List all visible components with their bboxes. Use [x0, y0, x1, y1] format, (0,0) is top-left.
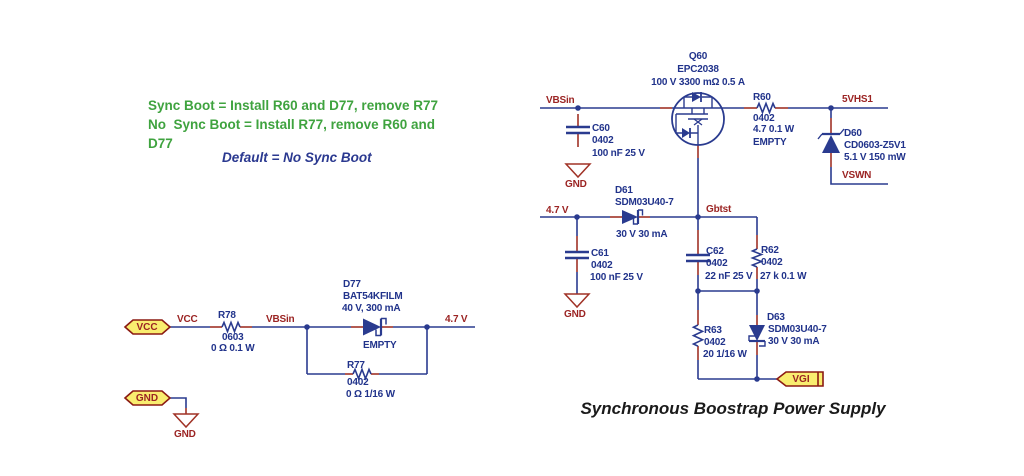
net-label-gnd-c60: GND — [565, 179, 587, 190]
schematic-title: Synchronous Boostrap Power Supply — [580, 399, 886, 418]
ground-symbol-left — [172, 413, 200, 429]
r60-value: 4.7 0.1 W — [753, 124, 794, 135]
d60-rating: 5.1 V 150 mW — [844, 152, 906, 163]
note-sync-boot-line1: Sync Boot = Install R60 and D77, remove … — [148, 98, 438, 113]
note-default: Default = No Sync Boot — [222, 150, 372, 165]
c62-package: 0402 — [706, 258, 728, 269]
r77-package: 0402 — [347, 377, 369, 388]
r60-refdes: R60 — [753, 92, 771, 103]
r78-refdes: R78 — [218, 310, 236, 321]
d77-stuffing: EMPTY — [363, 340, 397, 351]
r78-symbol — [221, 320, 241, 334]
c61-value: 100 nF 25 V — [590, 272, 643, 283]
r77-value: 0 Ω 1/16 W — [346, 389, 395, 400]
ground-symbol-c61 — [563, 293, 591, 309]
net-label-5vhs1: 5VHS1 — [842, 94, 873, 105]
c60-value: 100 nF 25 V — [592, 148, 645, 159]
d63-refdes: D63 — [767, 312, 785, 323]
d63-rating: 30 V 30 mA — [768, 336, 820, 347]
net-label-vbsin-left: VBSin — [266, 314, 295, 325]
r62-value: 27 k 0.1 W — [760, 271, 807, 282]
d60-refdes: D60 — [844, 128, 862, 139]
net-label-4v7-right: 4.7 V — [546, 205, 569, 216]
d77-symbol — [363, 317, 387, 337]
r60-package: 0402 — [753, 113, 775, 124]
d61-symbol — [622, 209, 644, 225]
pin-stubs — [185, 107, 832, 414]
c60-refdes: C60 — [592, 123, 610, 134]
q60-symbol — [671, 92, 725, 146]
net-label-gnd-left: GND — [174, 429, 196, 440]
net-label-vswn: VSWN — [842, 170, 872, 181]
gnd-connector-label: GND — [135, 393, 159, 404]
d60-symbol — [817, 128, 845, 153]
d63-symbol — [748, 325, 766, 347]
r60-stuffing: EMPTY — [753, 137, 787, 148]
q60-part: EPC2038 — [677, 64, 719, 75]
c61-symbol — [565, 250, 589, 260]
net-label-vcc: VCC — [177, 314, 198, 325]
c62-symbol — [686, 253, 710, 263]
r62-symbol — [750, 248, 764, 268]
c60-package: 0402 — [592, 135, 614, 146]
r62-package: 0402 — [761, 257, 783, 268]
d61-rating: 30 V 30 mA — [616, 229, 668, 240]
d77-part: BAT54KFILM — [343, 291, 403, 302]
r77-symbol — [352, 367, 372, 381]
c61-refdes: C61 — [591, 248, 609, 259]
net-label-gbtst: Gbtst — [706, 204, 732, 215]
c62-refdes: C62 — [706, 246, 724, 257]
ground-symbol-c60 — [564, 163, 592, 179]
d61-part: SDM03U40-7 — [615, 197, 674, 208]
note-sync-boot-line3: D77 — [148, 136, 173, 151]
d77-rating: 40 V, 300 mA — [342, 303, 401, 314]
net-label-4v7-left: 4.7 V — [445, 314, 468, 325]
r77-refdes: R77 — [347, 360, 365, 371]
r78-value: 0 Ω 0.1 W — [211, 343, 255, 354]
d77-refdes: D77 — [343, 279, 361, 290]
d61-refdes: D61 — [615, 185, 633, 196]
d60-part: CD0603-Z5V1 — [844, 140, 906, 151]
note-sync-boot-line2: No Sync Boot = Install R77, remove R60 a… — [148, 117, 435, 132]
r78-package: 0603 — [222, 332, 244, 343]
junction-dots — [304, 105, 834, 382]
vcc-connector-label: VCC — [136, 322, 158, 333]
c60-symbol — [566, 125, 590, 135]
r63-symbol — [691, 324, 705, 347]
d63-part: SDM03U40-7 — [768, 324, 827, 335]
r62-refdes: R62 — [761, 245, 779, 256]
r60-symbol — [756, 101, 776, 115]
c61-package: 0402 — [591, 260, 613, 271]
r63-package: 0402 — [704, 337, 726, 348]
gnd-connector — [123, 390, 172, 406]
vgi-connector-label: VGI — [792, 374, 810, 385]
q60-refdes: Q60 — [688, 51, 708, 62]
vgi-connector — [775, 371, 824, 387]
net-label-gnd-c61: GND — [564, 309, 586, 320]
r63-refdes: R63 — [704, 325, 722, 336]
vcc-connector — [123, 319, 172, 335]
r63-value: 20 1/16 W — [703, 349, 747, 360]
q60-rating: 100 V 3300 mΩ 0.5 A — [651, 77, 745, 88]
net-label-vbsin-right: VBSin — [546, 95, 575, 106]
c62-value: 22 nF 25 V — [705, 271, 753, 282]
